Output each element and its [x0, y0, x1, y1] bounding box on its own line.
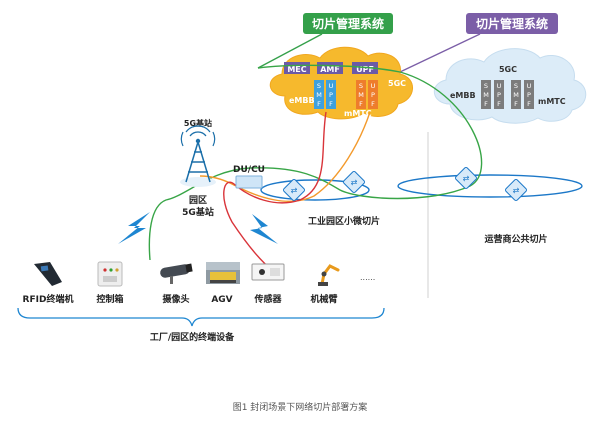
svg-text:U: U — [371, 82, 376, 90]
private-embb-smf — [314, 80, 324, 109]
svg-text:M: M — [316, 91, 322, 99]
svg-text:P: P — [497, 91, 501, 99]
camera-device — [160, 263, 193, 284]
svg-text:S: S — [484, 82, 488, 90]
operator-slice-ring — [397, 174, 583, 198]
svg-text:⇄: ⇄ — [513, 186, 520, 195]
svg-text:⇄: ⇄ — [351, 178, 358, 187]
public-embb-smf — [481, 80, 491, 109]
svg-text:F: F — [527, 100, 531, 108]
device-label: 摄像头 — [162, 293, 189, 305]
private-5gc-cloud: MEC AMF UPF 5GC eMBB S M F U P F S M F U… — [269, 46, 413, 120]
base-station-label-line2: 5G基站 — [182, 206, 214, 218]
red-slice-path — [223, 111, 327, 271]
agv-device — [206, 262, 240, 284]
private-5gc-label: 5GC — [388, 79, 406, 88]
amf-label: AMF — [320, 65, 340, 74]
orange-slice-path — [199, 111, 371, 203]
right-callout-label: 切片管理系统 — [476, 16, 548, 31]
figure-caption: 图1 封闭场景下网络切片部署方案 — [233, 401, 368, 413]
du-cu-label: DU/CU — [233, 165, 265, 175]
svg-text:F: F — [329, 100, 333, 108]
svg-text:U: U — [329, 82, 334, 90]
svg-text:S: S — [359, 82, 363, 90]
left-callout-label: 切片管理系统 — [312, 16, 384, 31]
public-mmtc-smf — [511, 80, 521, 109]
public-embb-upf — [494, 80, 504, 109]
svg-text:P: P — [371, 91, 375, 99]
svg-text:P: P — [527, 91, 531, 99]
private-mmtc-smf — [356, 80, 366, 109]
private-embb-label: eMBB — [289, 96, 315, 105]
svg-text:P: P — [329, 91, 333, 99]
device-label: 传感器 — [253, 293, 282, 305]
public-5gc-label: 5GC — [499, 65, 517, 74]
svg-text:S: S — [317, 82, 321, 90]
svg-text:M: M — [358, 91, 364, 99]
device-labels: RFID终端机 控制箱 摄像头 AGV 传感器 机械臂 — [23, 293, 338, 305]
base-station-top-label: 5G基站 — [184, 118, 212, 128]
private-mmtc-label: mMTC — [344, 109, 372, 118]
du-cu-unit: DU/CU — [233, 165, 265, 189]
right-slice-management-callout: 切片管理系统 — [399, 13, 558, 73]
svg-text:M: M — [483, 91, 489, 99]
left-slice-management-callout: 切片管理系统 — [257, 13, 393, 69]
device-label: AGV — [211, 295, 232, 305]
svg-text:F: F — [317, 100, 321, 108]
device-group-brace — [17, 307, 385, 327]
mec-label: MEC — [287, 65, 306, 74]
svg-text:S: S — [514, 82, 518, 90]
public-cloud-shape — [434, 48, 587, 124]
switch-node-icon: ⇄ — [343, 171, 365, 193]
public-mmtc-upf — [524, 80, 534, 109]
devices-ellipsis: ...... — [360, 273, 375, 282]
switch-node-icon: ⇄ — [283, 179, 305, 201]
industrial-slice-label: 工业园区小微切片 — [308, 215, 380, 227]
lightning-signal-icon — [250, 214, 278, 244]
svg-text:F: F — [371, 100, 375, 108]
rfid-terminal-device — [34, 262, 62, 286]
industrial-slice-ring — [260, 179, 370, 201]
svg-text:U: U — [527, 82, 532, 90]
control-box-device — [97, 261, 123, 287]
sensor-device — [251, 263, 285, 281]
base-station-label-line1: 园区 — [189, 195, 207, 206]
svg-text:F: F — [484, 100, 488, 108]
green-slice-path — [148, 64, 483, 261]
switch-node-icon: ⇄ — [455, 167, 477, 189]
antenna-tower-icon: 5G基站 — [180, 118, 216, 187]
svg-text:⇄: ⇄ — [463, 174, 470, 183]
device-label: 控制箱 — [96, 293, 123, 305]
svg-text:F: F — [497, 100, 501, 108]
device-group-label: 工厂/园区的终端设备 — [150, 331, 235, 343]
public-5gc-cloud: 5GC eMBB S M F U P F S M F U P F mMTC — [434, 48, 587, 124]
robot-arm-device — [318, 264, 340, 286]
upf-label: UPF — [356, 65, 374, 74]
private-mmtc-upf — [368, 80, 378, 109]
svg-text:F: F — [514, 100, 518, 108]
svg-text:U: U — [497, 82, 502, 90]
device-label: RFID终端机 — [23, 293, 74, 305]
private-embb-upf — [326, 80, 336, 109]
switch-node-icon: ⇄ — [505, 179, 527, 201]
public-embb-label: eMBB — [450, 91, 476, 100]
svg-text:M: M — [513, 91, 519, 99]
device-label: 机械臂 — [310, 293, 337, 305]
public-mmtc-label: mMTC — [538, 97, 566, 106]
svg-text:⇄: ⇄ — [291, 186, 298, 195]
svg-text:F: F — [359, 100, 363, 108]
lightning-signal-icon — [118, 212, 150, 244]
operator-slice-label: 运营商公共切片 — [484, 233, 547, 245]
